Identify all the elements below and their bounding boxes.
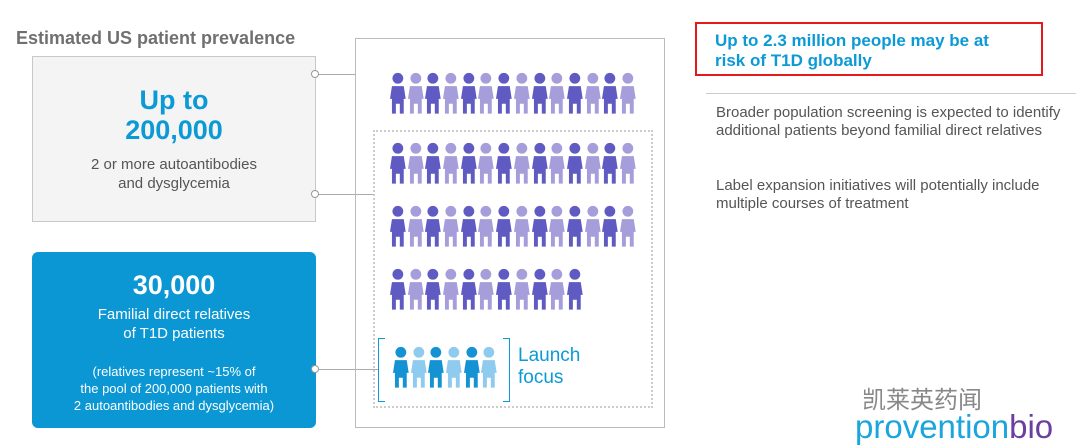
person-icon xyxy=(425,72,442,114)
watermark: 凯莱英药闻 xyxy=(862,387,982,414)
prevalence-label: Up to xyxy=(139,85,209,115)
logo-part1: provention xyxy=(855,408,1010,445)
launch-label-2: focus xyxy=(518,367,564,388)
person-icon xyxy=(566,72,583,114)
person-icon xyxy=(443,268,459,310)
relatives-value: 30,000 xyxy=(132,270,216,300)
person-icon xyxy=(602,72,618,114)
right-text-1: Broader population screening is expected… xyxy=(716,104,1061,139)
person-icon xyxy=(531,205,548,247)
person-icon xyxy=(428,346,445,388)
person-icon xyxy=(496,205,512,247)
person-icon xyxy=(619,72,636,114)
connector-dot xyxy=(311,365,319,373)
relatives-desc-1: Familial direct relatives xyxy=(97,306,251,323)
person-icon xyxy=(531,72,548,114)
person-icon xyxy=(407,72,424,114)
relatives-note-1: (relatives represent ~15% of xyxy=(92,364,256,379)
person-icon xyxy=(584,72,601,114)
section-title: Estimated US patient prevalence xyxy=(16,28,296,48)
prevalence-value: 200,000 xyxy=(125,115,223,145)
person-icon xyxy=(460,205,477,247)
person-icon xyxy=(619,205,636,247)
connector-dot xyxy=(311,190,319,198)
people-panel xyxy=(355,38,665,428)
person-icon xyxy=(513,72,530,114)
relatives-desc-2: of T1D patients xyxy=(123,325,225,342)
person-icon xyxy=(460,142,477,184)
person-icon xyxy=(602,142,618,184)
prevalence-desc-2: and dysglycemia xyxy=(118,175,230,192)
person-icon xyxy=(478,205,495,247)
people-row xyxy=(389,142,637,184)
person-icon xyxy=(407,205,424,247)
person-icon xyxy=(513,205,530,247)
person-icon xyxy=(619,142,636,184)
divider xyxy=(706,93,1076,94)
person-icon xyxy=(460,72,477,114)
person-icon xyxy=(425,205,442,247)
launch-label-1: Launch xyxy=(518,345,581,366)
connector xyxy=(316,194,374,195)
right-text-2: Label expansion initiatives will potenti… xyxy=(716,177,1040,212)
person-icon xyxy=(549,268,565,310)
person-icon xyxy=(478,72,495,114)
person-icon xyxy=(443,142,459,184)
relatives-box: 30,000 Familial direct relatives of T1D p… xyxy=(32,252,316,428)
relatives-note-3: 2 autoantibodies and dysglycemia) xyxy=(73,398,275,413)
person-icon xyxy=(481,346,498,388)
person-icon xyxy=(463,346,480,388)
person-icon xyxy=(478,268,495,310)
connector-dot xyxy=(311,70,319,78)
person-icon xyxy=(392,346,409,388)
person-icon xyxy=(584,205,601,247)
relatives-note-2: the pool of 200,000 patients with xyxy=(80,381,268,396)
person-icon xyxy=(566,205,583,247)
person-icon xyxy=(496,142,512,184)
people-row xyxy=(389,268,584,310)
person-icon xyxy=(389,268,406,310)
people-row xyxy=(389,205,637,247)
logo-part2: bio xyxy=(1009,408,1054,445)
person-icon xyxy=(549,72,565,114)
person-icon xyxy=(584,142,601,184)
people-row xyxy=(389,72,637,114)
callout-box: Up to 2.3 million people may be at risk … xyxy=(695,22,1043,76)
person-icon xyxy=(389,205,406,247)
person-icon xyxy=(389,72,406,114)
bracket-right xyxy=(503,338,510,402)
person-icon xyxy=(496,268,512,310)
person-icon xyxy=(389,142,406,184)
person-icon xyxy=(410,346,427,388)
person-icon xyxy=(443,72,459,114)
person-icon xyxy=(566,142,583,184)
person-icon xyxy=(425,268,442,310)
person-icon xyxy=(425,142,442,184)
connector xyxy=(316,369,378,370)
person-icon xyxy=(446,346,462,388)
person-icon xyxy=(513,142,530,184)
person-icon xyxy=(549,142,565,184)
bracket-left xyxy=(378,338,385,402)
person-icon xyxy=(460,268,477,310)
connector xyxy=(316,74,356,75)
person-icon xyxy=(549,205,565,247)
person-icon xyxy=(531,142,548,184)
person-icon xyxy=(531,268,548,310)
person-icon xyxy=(443,205,459,247)
person-icon xyxy=(602,205,618,247)
person-icon xyxy=(496,72,512,114)
prevalence-desc-1: 2 or more autoantibodies xyxy=(91,156,257,173)
launch-people-row xyxy=(392,346,498,388)
person-icon xyxy=(407,268,424,310)
dotted-group xyxy=(373,130,653,408)
person-icon xyxy=(478,142,495,184)
provention-bio-logo: proventionbio xyxy=(855,408,1053,446)
person-icon xyxy=(407,142,424,184)
person-icon xyxy=(513,268,530,310)
person-icon xyxy=(566,268,583,310)
